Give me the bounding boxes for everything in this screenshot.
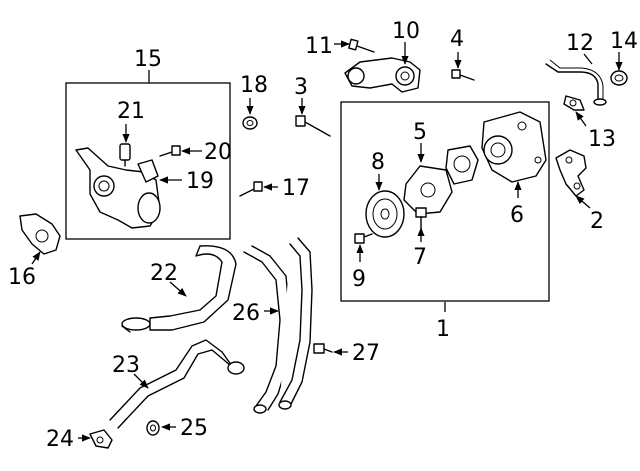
bolt-11-part [348,38,375,53]
callout-21: 21 [117,99,145,124]
callout-3: 3 [294,75,308,100]
bolt-20-part [159,145,181,157]
callout-20: 20 [204,140,232,165]
impeller-housing-part [403,165,453,215]
callout-19: 19 [186,169,214,194]
callout-7: 7 [413,245,427,270]
callout-5: 5 [413,120,427,145]
leader-22 [169,281,187,297]
gasket-24-part [89,429,113,449]
leader-12 [583,53,593,65]
callout-8: 8 [371,150,385,175]
pulley-8-part [365,190,405,238]
leader-lines [31,40,623,442]
bracket-19-part [137,159,159,183]
callout-22: 22 [150,261,178,286]
callout-6: 6 [510,203,524,228]
callout-labels: 1 2 3 4 5 6 7 8 9 10 11 12 13 14 15 16 1… [8,19,638,452]
group-box-1 [340,101,550,302]
callout-14: 14 [610,29,638,54]
callout-9: 9 [352,267,366,292]
callout-10: 10 [392,19,420,44]
sensor-21-part [119,143,131,167]
hose-22-part [121,245,237,333]
bolt-9-part [354,233,373,244]
callout-26: 26 [232,301,260,326]
water-pump-body-part [481,111,547,183]
bolt-3-part [295,115,331,137]
callout-18: 18 [240,73,268,98]
callout-12: 12 [566,31,594,56]
leader-23 [133,373,149,389]
callout-27: 27 [352,341,380,366]
leader-2 [575,195,591,209]
callout-2: 2 [590,209,604,234]
callout-17: 17 [282,176,310,201]
callout-25: 25 [180,416,208,441]
gasket-16-part [19,213,61,255]
callout-23: 23 [112,353,140,378]
group-box-15 [65,82,231,240]
cap-14-part [610,70,628,86]
callout-13: 13 [588,127,616,152]
callout-15: 15 [134,47,162,72]
washer-25-part [146,420,160,436]
nut-18-part [242,116,258,130]
bolt-27-part [313,343,333,354]
outlet-housing-15-part [75,147,161,229]
callout-11: 11 [305,34,333,59]
pipes-26-part [243,237,313,414]
callout-24: 24 [46,427,74,452]
gasket-13-part [563,95,585,111]
callout-1: 1 [436,317,450,342]
bolt-7-part [415,207,427,229]
callout-4: 4 [450,27,464,52]
leader-16 [31,251,41,265]
pipe-12-part [545,59,607,106]
thermostat-housing-part [344,57,421,93]
callout-16: 16 [8,265,36,290]
pump-gasket-part [445,145,479,185]
leader-13 [575,111,587,127]
bolt-17-part [239,181,263,197]
gasket-2-part [555,149,587,197]
bolt-4-part [451,69,475,81]
